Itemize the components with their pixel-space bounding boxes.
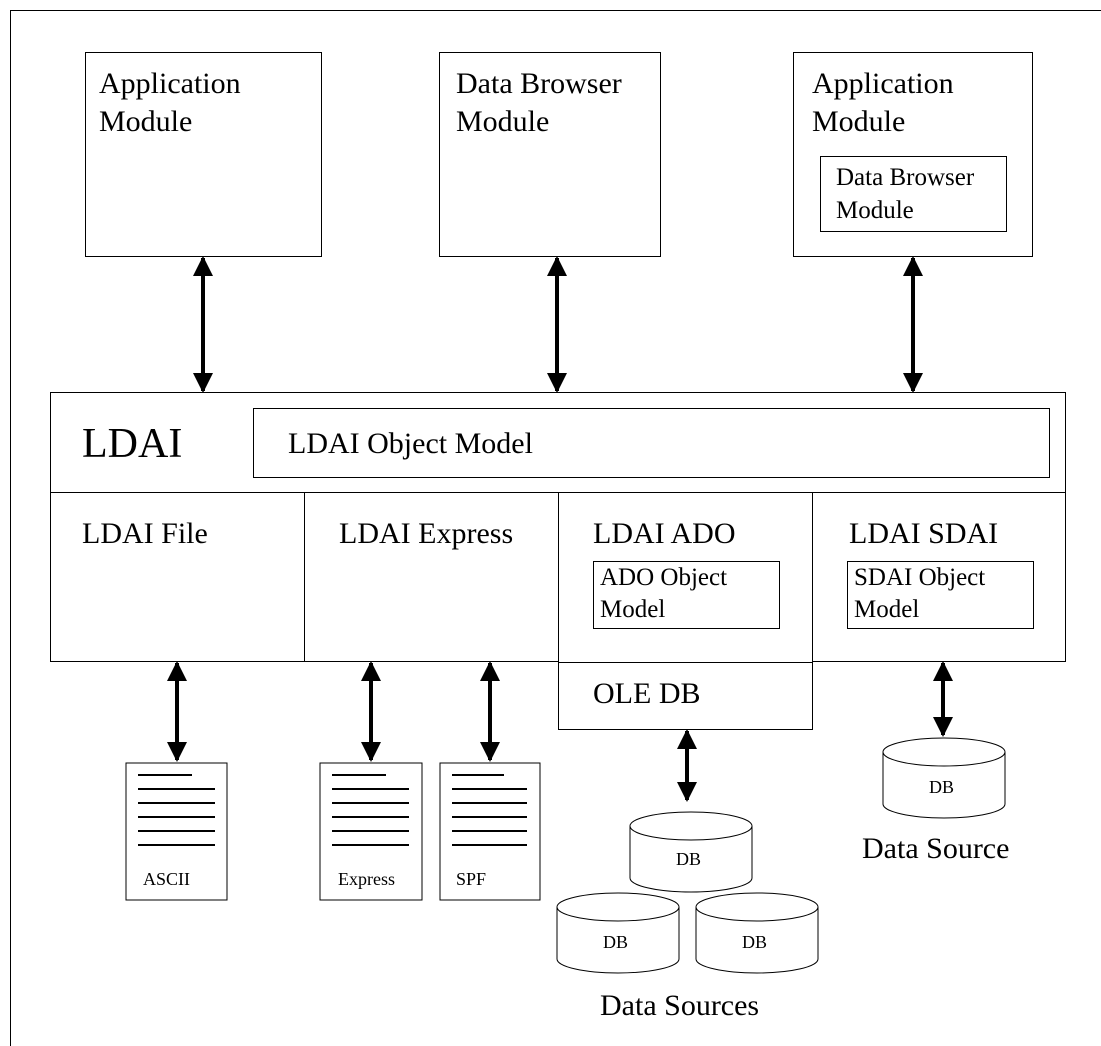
ado-object-model-line2: Model: [600, 596, 666, 623]
data-source-label: Data Source: [862, 832, 1009, 865]
diagram-frame: [10, 10, 1101, 1046]
nested-data-browser-line1: Data Browser: [836, 164, 975, 191]
application-module-right-line1: Application: [812, 67, 954, 100]
sdai-object-model-line2: Model: [854, 596, 920, 623]
data-browser-module-line1: Data Browser: [456, 67, 622, 100]
ldai-ado-label: LDAI ADO: [593, 517, 736, 550]
express-document: Express: [319, 762, 423, 901]
db-label-top: DB: [676, 849, 701, 869]
data-browser-module-line2: Module: [456, 105, 550, 138]
data-sources-label: Data Sources: [600, 989, 759, 1022]
db-cylinder-sdai: DB: [882, 737, 1006, 819]
sdai-object-model-box: SDAI Object Model: [847, 561, 1034, 629]
sdai-object-model-line1: SDAI Object: [854, 564, 986, 591]
db-label-sdai: DB: [929, 777, 954, 797]
ado-object-model-box: ADO Object Model: [593, 561, 780, 629]
application-module-left-line1: Application: [99, 67, 241, 100]
ole-db-divider: [559, 662, 812, 663]
ldai-file-label: LDAI File: [82, 517, 208, 550]
application-module-left: Application Module: [85, 52, 322, 257]
db-label-bottom-right: DB: [742, 932, 767, 952]
ldai-file-cell: LDAI File: [50, 492, 305, 662]
ldai-object-model-label: LDAI Object Model: [288, 427, 533, 460]
nested-data-browser-line2: Module: [836, 197, 914, 224]
ldai-express-label: LDAI Express: [339, 517, 514, 550]
ado-object-model-line1: ADO Object: [600, 564, 728, 591]
db-cylinder-bottom-left: DB: [556, 892, 680, 974]
spf-document-label: SPF: [456, 869, 486, 889]
ldai-express-cell: LDAI Express: [304, 492, 559, 662]
ldai-title: LDAI: [82, 421, 183, 467]
spf-document: SPF: [439, 762, 541, 901]
ole-db-label: OLE DB: [593, 677, 701, 710]
application-module-right-line2: Module: [812, 105, 906, 138]
ldai-object-model-box: LDAI Object Model: [253, 408, 1050, 478]
ldai-sdai-label: LDAI SDAI: [849, 517, 999, 550]
application-module-left-line2: Module: [99, 105, 193, 138]
nested-data-browser-module: Data Browser Module: [820, 156, 1007, 232]
db-cylinder-bottom-right: DB: [695, 892, 819, 974]
db-label-bottom-left: DB: [603, 932, 628, 952]
data-browser-module: Data Browser Module: [439, 52, 661, 257]
ldai-ado-cell: LDAI ADO ADO Object Model OLE DB: [558, 492, 813, 730]
ascii-document-label: ASCII: [143, 869, 190, 889]
application-module-right: Application Module Data Browser Module: [793, 52, 1033, 257]
express-document-label: Express: [338, 869, 395, 889]
ascii-document: ASCII: [125, 762, 228, 901]
db-cylinder-top: DB: [629, 811, 753, 893]
